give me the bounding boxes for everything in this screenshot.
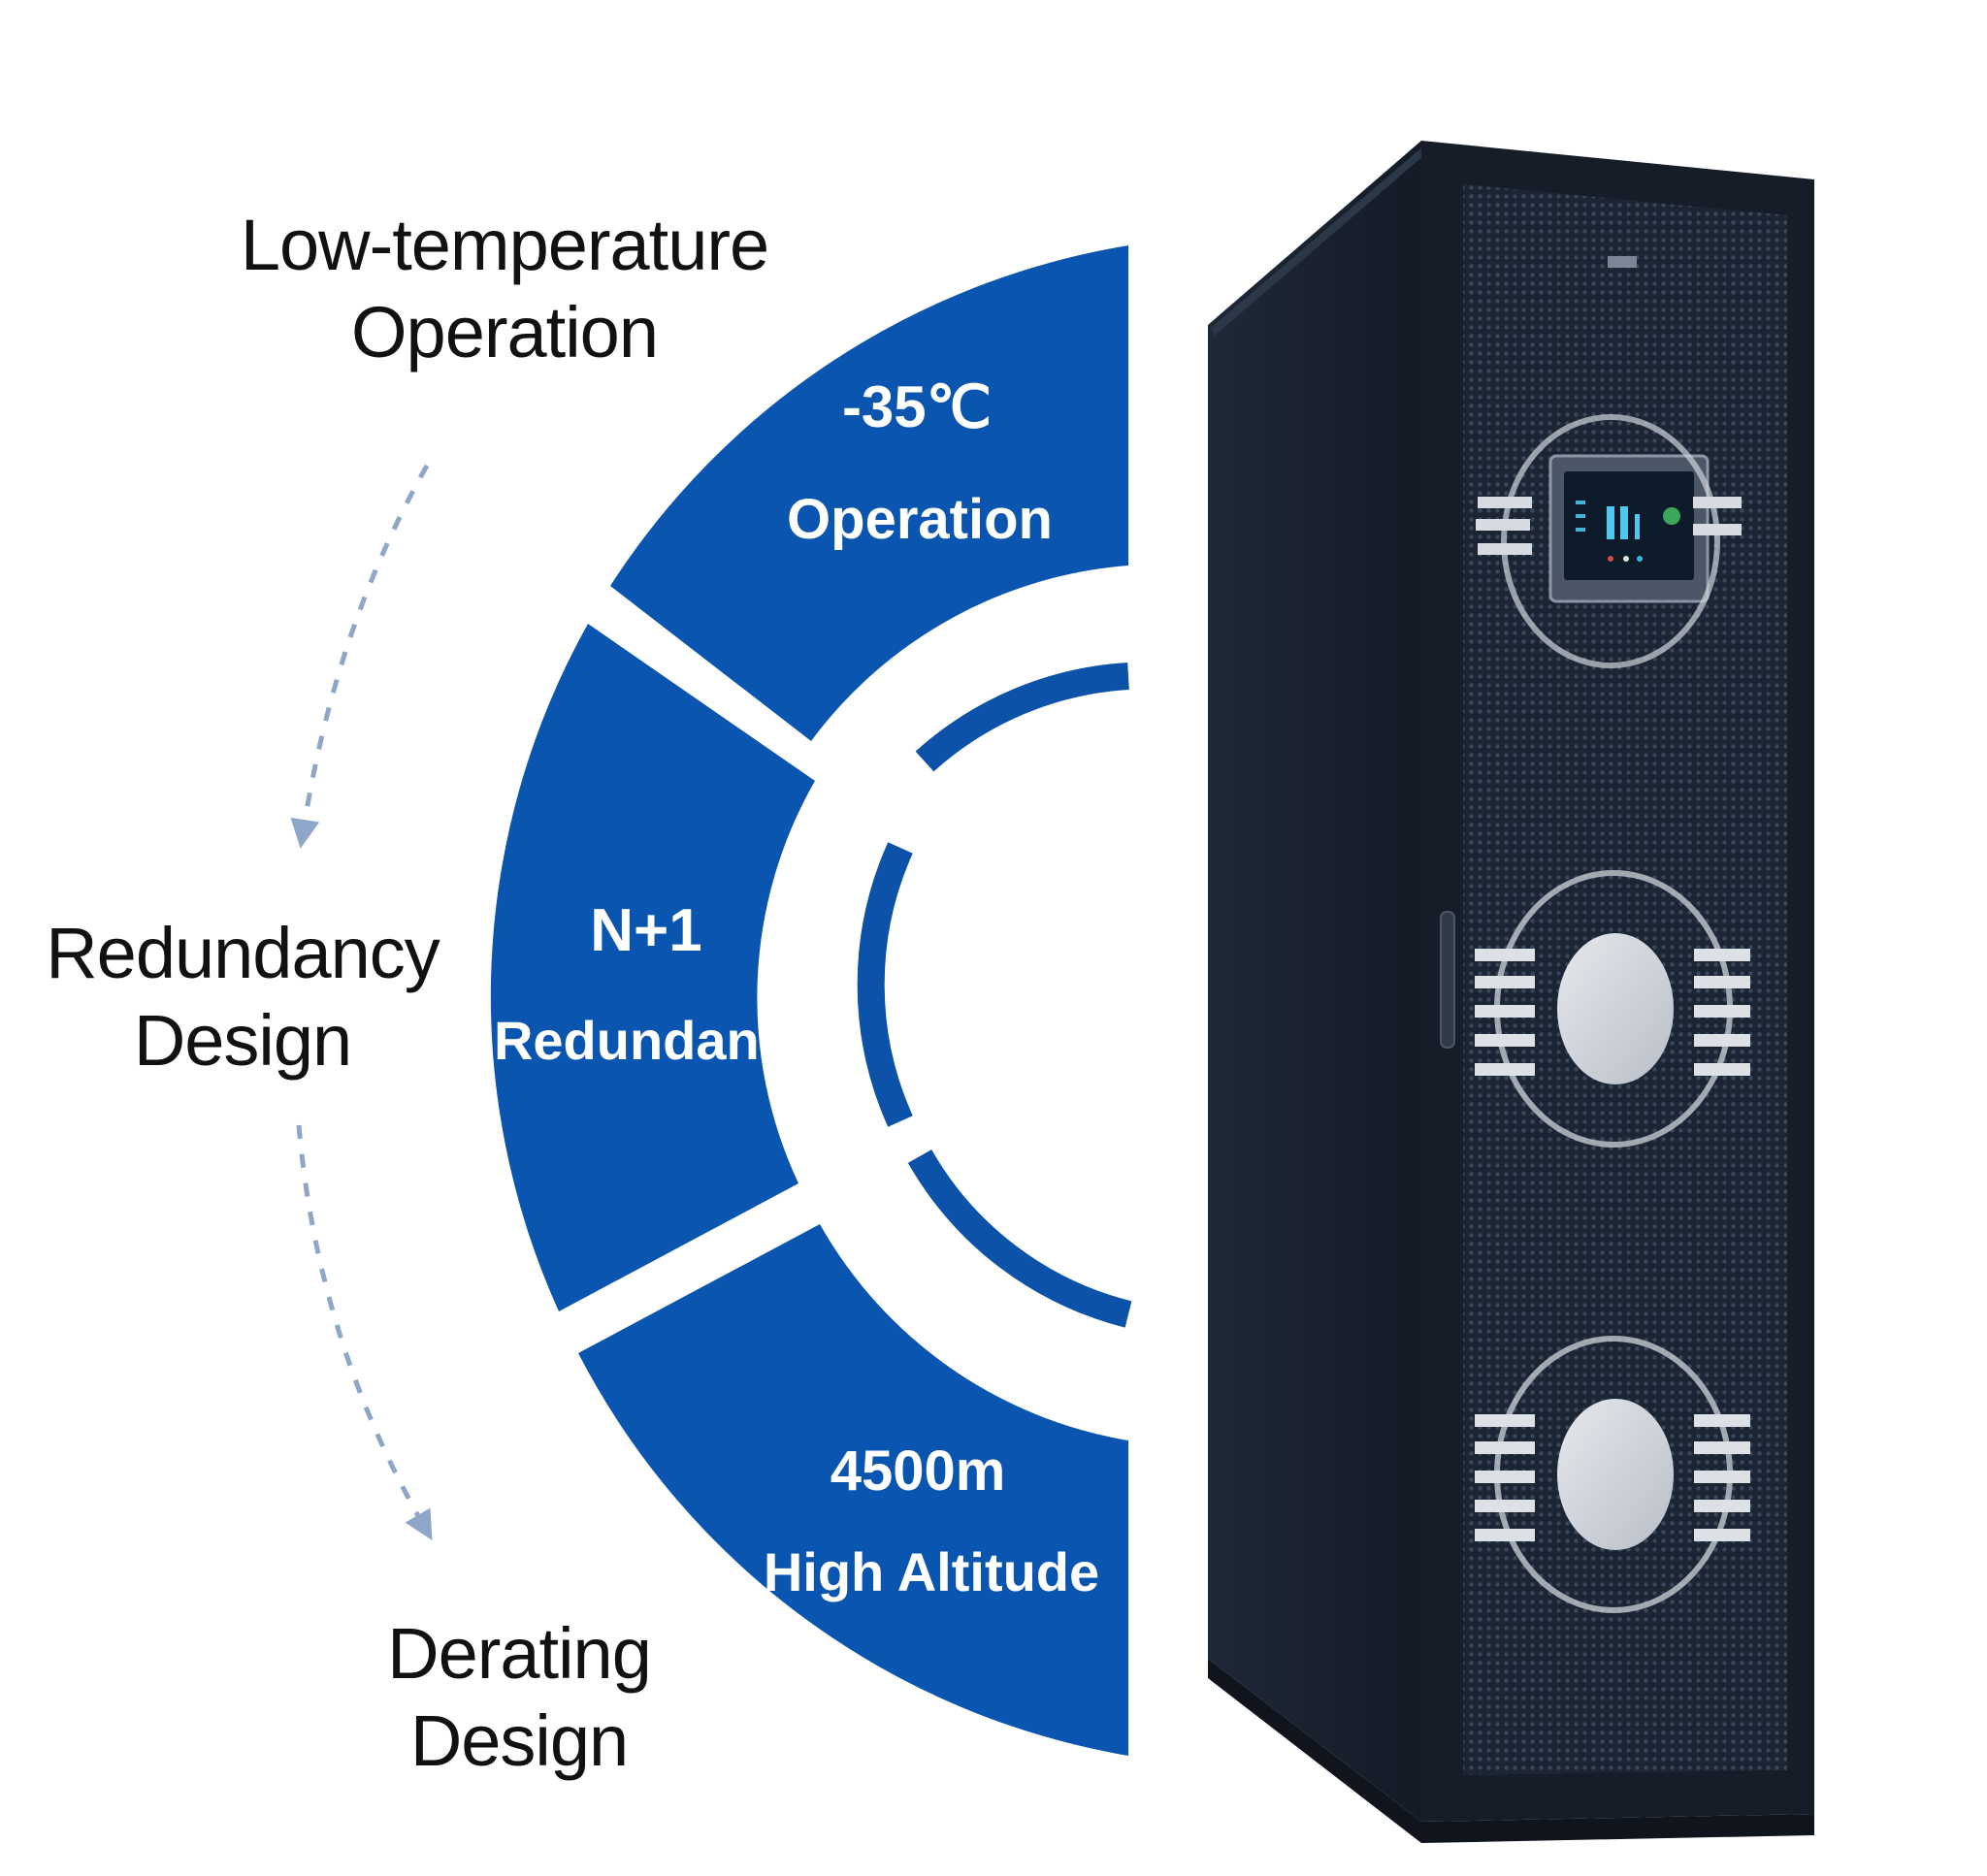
inner-ring-middle xyxy=(857,842,913,1127)
server-cabinet-icon xyxy=(1208,141,1814,1843)
dashed-arrow-down-icon xyxy=(290,464,430,849)
segment-low-temperature xyxy=(610,245,1128,741)
door-handle xyxy=(1440,911,1455,1049)
inner-ring-top xyxy=(915,663,1129,772)
feature-label-low-temperature: Low-temperature Operation xyxy=(199,202,810,376)
feature-label-line2: Operation xyxy=(351,292,659,372)
segment-value-derating: 4500m xyxy=(831,1439,1006,1503)
segment-caption-derating: High Altitude xyxy=(764,1541,1099,1602)
feature-label-derating: Derating Design xyxy=(340,1610,699,1785)
dashed-arrow-down-icon xyxy=(296,1124,433,1540)
inner-ring-bottom xyxy=(907,1149,1132,1328)
feature-label-line1: Low-temperature xyxy=(240,205,769,285)
segment-caption-redundancy: Redundancy xyxy=(494,1010,820,1071)
segment-derating xyxy=(578,1224,1128,1756)
feature-label-line1: Derating xyxy=(387,1613,652,1694)
feature-label-line2: Design xyxy=(133,1000,352,1081)
segment-caption-low-temperature: Operation xyxy=(787,488,1053,551)
cooling-fan-icon xyxy=(1476,414,1742,668)
segment-redundancy xyxy=(490,624,815,1311)
segment-value-redundancy: N+1 xyxy=(590,897,701,964)
cooling-fan-icon xyxy=(1475,870,1750,1148)
control-display-icon xyxy=(1548,454,1710,603)
cooling-fan-icon xyxy=(1475,1336,1750,1613)
feature-label-redundancy: Redundancy Design xyxy=(19,910,466,1084)
feature-label-line2: Design xyxy=(409,1700,629,1781)
segment-value-low-temperature: -35℃ xyxy=(842,374,992,439)
feature-ring xyxy=(490,245,1132,1756)
feature-label-line1: Redundancy xyxy=(46,913,440,993)
